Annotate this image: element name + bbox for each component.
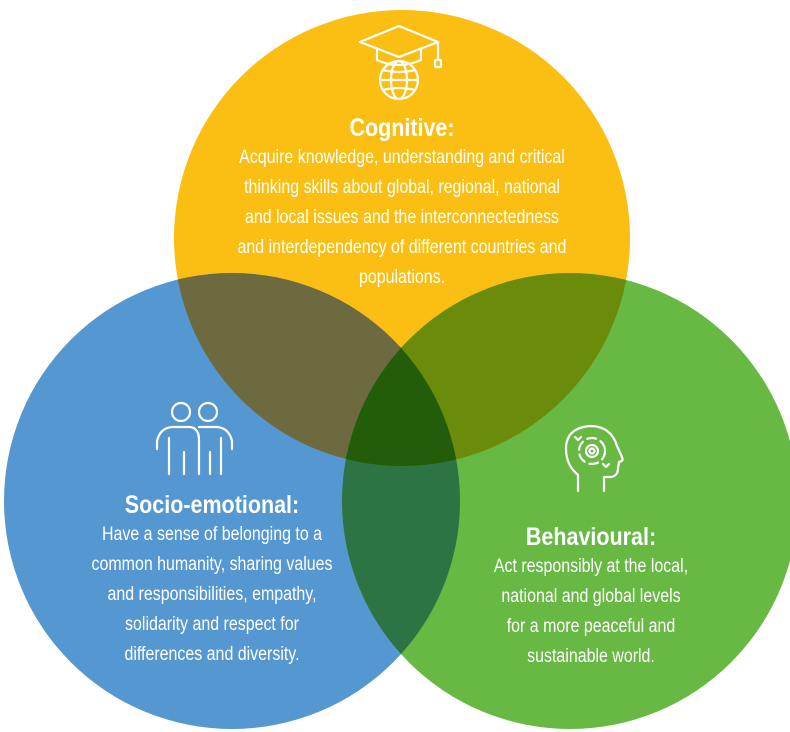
description-line: thinking skills about global, regional, …: [244, 177, 560, 198]
behavioural-description: Act responsibly at the local, national a…: [440, 552, 742, 672]
socio-emotional-section: Socio-emotional: Have a sense of belongi…: [12, 490, 412, 670]
overlap-cognitive-socio: [174, 273, 460, 466]
description-line: common humanity, sharing values: [91, 554, 333, 575]
socio-emotional-description: Have a sense of belonging to a common hu…: [44, 520, 380, 670]
cognitive-section: Cognitive: Acquire knowledge, understand…: [182, 113, 622, 293]
description-line: Have a sense of belonging to a: [101, 524, 323, 545]
cognitive-title: Cognitive:: [349, 114, 455, 142]
description-line: differences and diversity.: [124, 644, 300, 665]
behavioural-title: Behavioural:: [525, 523, 657, 551]
description-line: and interdependency of different countri…: [237, 237, 567, 258]
description-line: Act responsibly at the local,: [493, 556, 689, 577]
head-gear-icon: [564, 424, 624, 493]
description-line: populations.: [358, 267, 446, 288]
description-line: sustainable world.: [527, 646, 655, 667]
description-line: for a more peaceful and: [506, 616, 676, 637]
description-line: and responsibilities, empathy,: [107, 584, 317, 605]
socio-emotional-title: Socio-emotional:: [124, 491, 300, 519]
overlap-cognitive-behavioural: [342, 273, 630, 466]
description-line: Acquire knowledge, understanding and cri…: [239, 147, 565, 168]
description-line: and local issues and the interconnectedn…: [244, 207, 560, 228]
description-line: national and global levels: [501, 586, 681, 607]
behavioural-section: Behavioural: Act responsibly at the loca…: [411, 522, 771, 672]
description-line: solidarity and respect for: [125, 614, 299, 635]
two-people-icon: [155, 401, 234, 476]
cognitive-description: Acquire knowledge, understanding and cri…: [217, 143, 587, 293]
graduation-cap-globe-icon: [358, 24, 443, 101]
